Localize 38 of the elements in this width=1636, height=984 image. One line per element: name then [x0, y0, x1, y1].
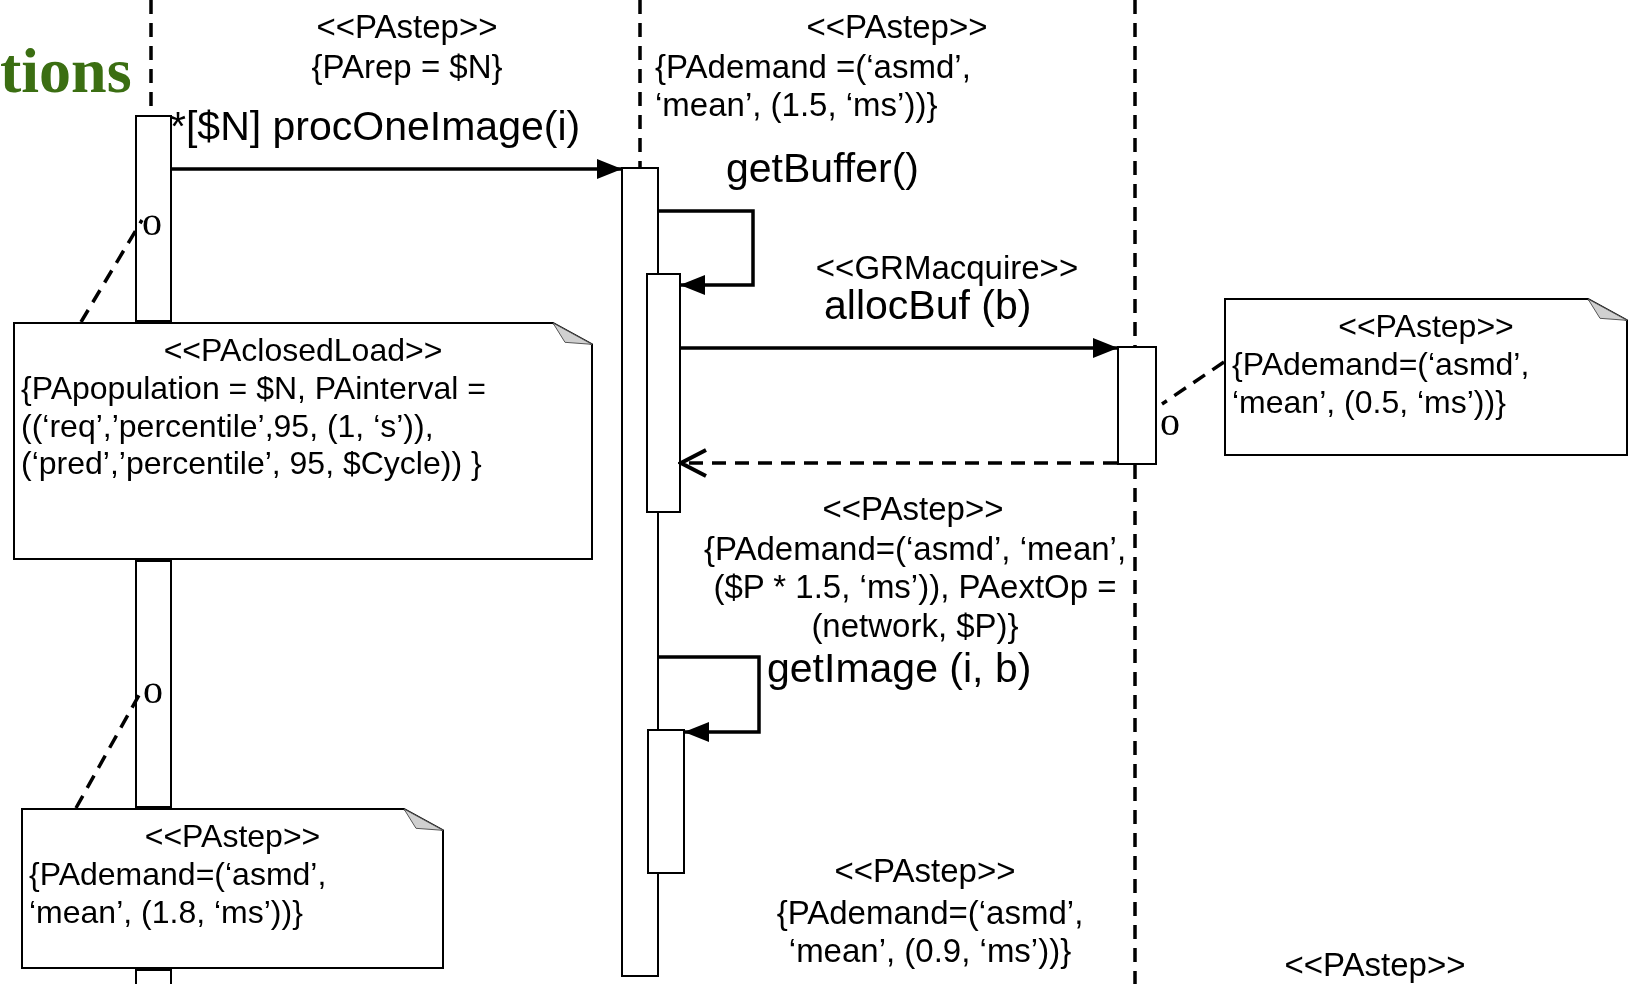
message-arrow	[172, 159, 622, 179]
note	[21, 808, 444, 969]
message-label: getBuffer()	[726, 146, 919, 192]
leader-line	[79, 219, 144, 323]
leader-line	[1161, 360, 1225, 406]
title-fragment: tions	[0, 34, 133, 108]
stereotype-text: <<PAstep>>	[1283, 946, 1467, 984]
activation-bar	[135, 115, 172, 322]
note-heading: <<PAclosedLoad>>	[162, 332, 444, 370]
message-arrow	[659, 655, 761, 742]
activation-bar	[1117, 346, 1157, 465]
anchor-mark: o	[142, 202, 162, 242]
note-heading: <<PAstep>>	[143, 818, 322, 856]
anchor-mark: o	[143, 670, 163, 710]
activation-bar	[646, 273, 681, 513]
stereotype-text: {PAdemand=(‘asmd’, ‘mean’, ($P * 1.5, ‘ms’)), PAextOp = (network, $P)}	[702, 530, 1128, 645]
message-label: *[$N] procOneImage(i)	[170, 104, 581, 150]
note-text: {PAdemand=(‘asmd’, ‘mean’, (1.8, ‘ms’))}	[29, 855, 328, 932]
note	[13, 322, 593, 560]
stereotype-text: {PArep = $N}	[310, 48, 504, 87]
stereotype-text: <<PAstep>>	[315, 8, 499, 47]
note-text: {PApopulation = $N, PAinterval =((‘req’,’percentile’,95, (1, ‘s’)), (‘pred’,’percentile’, 95, $Cycle)) }	[21, 369, 487, 483]
note-heading: <<PAstep>>	[1337, 308, 1515, 346]
note	[1224, 298, 1628, 456]
stereotype-text: <<PAstep>>	[805, 8, 989, 47]
stereotype-text: <<PAstep>>	[821, 490, 1005, 529]
anchor-mark: o	[1160, 402, 1180, 442]
note-text: {PAdemand=(‘asmd’, ‘mean’, (0.5, ‘ms’))}	[1232, 345, 1531, 422]
stereotype-text: {PAdemand=(‘asmd’, ‘mean’, (0.9, ‘ms’))}	[775, 894, 1085, 971]
message-arrow	[679, 448, 1117, 478]
message-arrow	[681, 338, 1118, 358]
stereotype-text: <<PAstep>>	[833, 852, 1017, 891]
activation-bar	[647, 729, 685, 874]
stereotype-text: {PAdemand =(‘asmd’, ‘mean’, (1.5, ‘ms’))}	[655, 48, 972, 125]
message-arrow	[659, 209, 755, 295]
message-label: getImage (i, b)	[767, 646, 1032, 692]
activation-bar	[135, 560, 172, 808]
stereotype-text: <<GRMacquire>>	[814, 249, 1080, 288]
